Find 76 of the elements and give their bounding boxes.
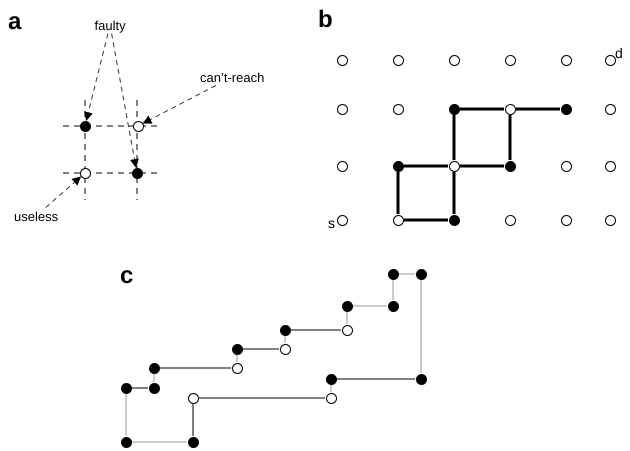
link-line (404, 218, 448, 222)
filled-node (388, 268, 398, 280)
filled-node (188, 436, 198, 448)
open-node (560, 54, 572, 66)
open-node (604, 104, 616, 114)
open-node (392, 104, 404, 114)
open-node (188, 392, 198, 404)
leader-arrow (111, 33, 139, 168)
open-node (336, 160, 348, 172)
filled-node (448, 214, 460, 226)
filled-node (232, 344, 242, 354)
link-line (460, 108, 504, 110)
leader-arrow (142, 85, 216, 124)
open-node (336, 104, 348, 114)
panel-label: b (318, 8, 333, 32)
open-node (392, 214, 404, 226)
open-node (336, 54, 348, 66)
open-node (504, 214, 516, 226)
panel-label: a (8, 10, 22, 34)
filled-node (326, 374, 336, 384)
open-node (504, 54, 516, 66)
filled-node (388, 300, 398, 312)
leader-arrow (84, 33, 108, 122)
open-node (604, 54, 616, 66)
link-line (452, 172, 456, 214)
open-node (392, 54, 404, 66)
link-line (242, 348, 280, 350)
link-line (284, 336, 286, 344)
open-node (604, 214, 616, 226)
open-node (448, 54, 460, 66)
leader-arrow (45, 176, 82, 208)
filled-node (132, 168, 142, 178)
link-line (392, 280, 394, 300)
filled-node (416, 268, 426, 280)
open-node (560, 214, 572, 226)
open-node (280, 344, 290, 354)
filled-node (148, 382, 160, 394)
open-node (604, 160, 616, 172)
link-line (508, 115, 512, 160)
callout-text: faulty (94, 18, 126, 32)
link-line (516, 108, 560, 110)
filled-node (392, 160, 404, 172)
node-caption: s (328, 216, 335, 230)
filled-node (416, 374, 426, 384)
open-node (326, 392, 336, 404)
open-node (336, 214, 348, 226)
link-line (336, 378, 416, 380)
open-node (232, 362, 242, 374)
link-line (420, 280, 422, 374)
filled-node (280, 324, 290, 336)
link-line (330, 384, 332, 392)
callout-text: can’t-reach (200, 70, 264, 84)
filled-node (342, 300, 352, 312)
filled-node (80, 120, 90, 132)
open-node (132, 120, 144, 132)
open-node (342, 324, 352, 336)
filled-node (120, 436, 132, 448)
panel-label: c (120, 264, 134, 288)
callout-text: useless (14, 208, 58, 224)
link-line (192, 404, 194, 436)
node-caption: d (615, 46, 623, 60)
link-line (396, 172, 400, 214)
link-line (460, 164, 504, 168)
link-line (404, 164, 448, 168)
link-line (236, 354, 238, 362)
filled-node (448, 104, 460, 114)
open-node (80, 168, 90, 178)
link-line (452, 115, 456, 160)
filled-node (504, 160, 516, 172)
filled-node (120, 382, 132, 394)
open-node (448, 160, 460, 172)
open-node (560, 160, 572, 172)
link-line (346, 312, 348, 324)
open-node (504, 104, 516, 114)
filled-node (560, 104, 572, 114)
filled-node (148, 362, 160, 374)
